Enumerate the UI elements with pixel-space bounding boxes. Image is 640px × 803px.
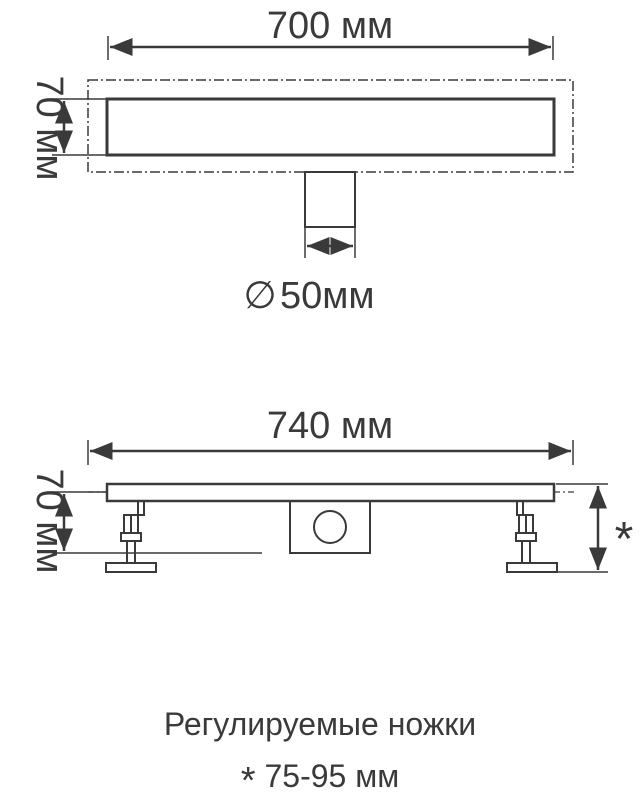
outlet-pipe <box>304 171 356 228</box>
adjustable-foot-left <box>105 500 157 573</box>
side-length-label: 740 мм <box>267 405 393 447</box>
drain-channel <box>105 97 556 157</box>
outlet-box <box>289 500 371 554</box>
frame-outline <box>87 79 574 173</box>
diameter-symbol: ∅ <box>243 275 276 317</box>
side-view <box>52 440 608 573</box>
outlet-diameter-label: 50мм <box>280 275 375 317</box>
top-view <box>52 36 574 258</box>
width-label: 70 мм <box>28 75 70 180</box>
caption-range-label: 75-95 мм <box>264 758 400 794</box>
outlet-hole <box>313 510 347 544</box>
caption-line-2: * 75-95 мм <box>0 758 640 803</box>
adjustable-foot-right <box>506 500 558 573</box>
caption-asterisk: * <box>240 760 256 802</box>
side-height-label: 70 мм <box>28 468 70 573</box>
grate-body <box>105 482 556 503</box>
caption-line-1: Регулируемые ножки <box>163 706 477 742</box>
feet-asterisk: * <box>615 513 634 566</box>
length-label: 700 мм <box>267 5 393 47</box>
